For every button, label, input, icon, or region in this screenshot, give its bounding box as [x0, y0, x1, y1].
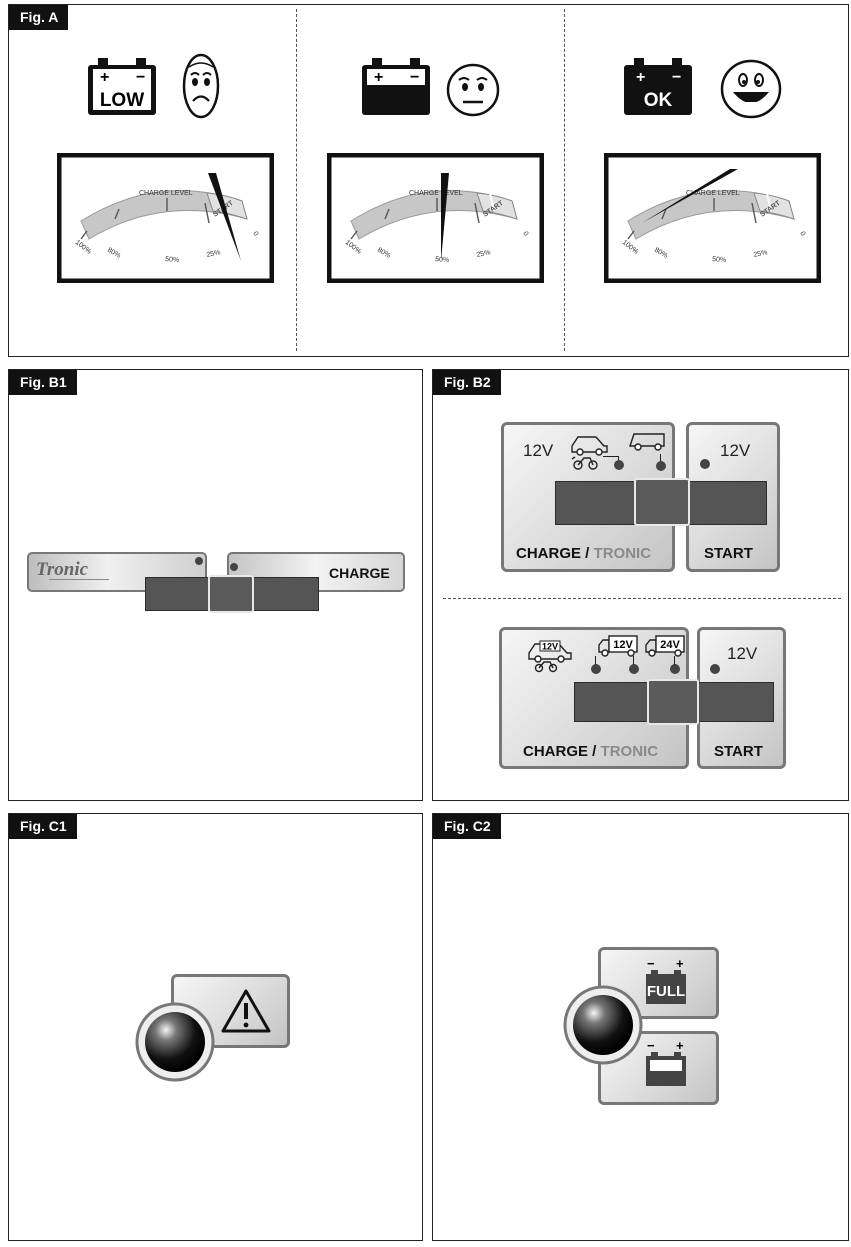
truck-24v-icon: 24V [644, 634, 688, 663]
divider [296, 9, 297, 351]
happy-face-icon [719, 58, 783, 125]
tronic-label: Tronic [36, 559, 89, 580]
badge-text: 24V [660, 639, 680, 651]
svg-text:+: + [676, 956, 684, 971]
battery-full-icon: − + FULL [644, 956, 688, 1011]
start-label: START [704, 545, 753, 562]
svg-text:+: + [100, 69, 109, 86]
fig-a-label: Fig. A [9, 5, 69, 30]
fig-c2-label: Fig. C2 [433, 814, 501, 839]
svg-text:−: − [647, 1038, 655, 1053]
voltage-label: 12V [523, 441, 554, 460]
led-indicator [629, 664, 639, 674]
meter-tick-label: 25% [753, 249, 768, 259]
svg-text:−: − [136, 69, 145, 86]
led-indicator [700, 459, 710, 469]
voltage-label: 12V [720, 441, 751, 460]
truck-12v-icon: 12V [597, 634, 641, 663]
led-indicator [230, 563, 238, 571]
meter-title: CHARGE LEVEL [139, 190, 193, 197]
meter-tick-label: 0 [521, 231, 529, 238]
connector-line [633, 656, 635, 665]
led-indicator [710, 664, 720, 674]
svg-text:−: − [672, 69, 681, 86]
divider [443, 598, 841, 599]
charge-tronic-label: CHARGE / TRONIC [516, 545, 651, 562]
connector-line [595, 656, 597, 665]
fig-b1-label: Fig. B1 [9, 370, 77, 395]
meter-tick-label: 0 [251, 231, 259, 238]
neutral-face-icon [445, 62, 501, 123]
battery-medium-icon: + − [360, 55, 432, 122]
connector-line [674, 656, 676, 665]
meter-tick-label: 0 [798, 231, 806, 238]
fig-b2-panel: Fig. B2 12V 12V CHARGE / TRONIC START [432, 369, 849, 801]
warning-icon [220, 988, 272, 1039]
battery-charging-icon: − + [644, 1038, 688, 1095]
battery-text: OK [644, 90, 673, 111]
connector-line [660, 454, 662, 462]
svg-text:−: − [410, 69, 419, 86]
slash-text: / [581, 545, 594, 562]
fig-b1-panel: Fig. B1 Tronic CHARGE [8, 369, 423, 801]
tronic-underline [49, 579, 109, 580]
car-12v-icon: 12V [526, 637, 576, 678]
battery-low-icon: + − LOW [86, 55, 158, 122]
svg-text:+: + [636, 69, 645, 86]
charge-label: CHARGE [329, 565, 390, 581]
svg-text:+: + [676, 1038, 684, 1053]
charge-tronic-label: CHARGE / TRONIC [523, 743, 658, 760]
tronic-text: TRONIC [600, 743, 659, 760]
meter-needle [642, 169, 738, 223]
meter-title: CHARGE LEVEL [409, 190, 463, 197]
car-icon [569, 428, 611, 475]
led-indicator [195, 557, 203, 565]
voltage-label: 12V [727, 644, 758, 663]
sad-face-icon [181, 53, 221, 124]
battery-text: LOW [100, 90, 144, 111]
divider [564, 9, 565, 351]
badge-text: 12V [613, 639, 633, 651]
tronic-text: TRONIC [593, 545, 652, 562]
meter-needle [208, 173, 241, 261]
meter-title: CHARGE LEVEL [686, 190, 740, 197]
svg-text:−: − [647, 956, 655, 971]
led-lamp [563, 985, 643, 1070]
led-lamp [135, 1002, 215, 1087]
charge-text: CHARGE [516, 545, 582, 562]
fig-c1-panel: Fig. C1 [8, 813, 423, 1241]
meter-tick-label: 25% [476, 249, 491, 259]
full-label: FULL [647, 983, 685, 1000]
meter-needle [441, 173, 449, 261]
van-icon [628, 430, 668, 459]
tronic-panel [27, 552, 207, 592]
badge-text: 12V [542, 642, 558, 652]
led-indicator [591, 664, 601, 674]
led-indicator [670, 664, 680, 674]
meter-tick-label: 25% [206, 249, 221, 259]
meter-tick-label: 50% [712, 256, 727, 264]
fig-a-panel: Fig. A + − LOW + − [8, 4, 849, 357]
battery-full-icon: + − OK [622, 55, 694, 122]
selector-switch[interactable] [647, 679, 699, 725]
selector-switch[interactable] [634, 478, 690, 526]
start-label: START [714, 743, 763, 760]
fig-c1-label: Fig. C1 [9, 814, 77, 839]
fig-b2-label: Fig. B2 [433, 370, 501, 395]
selector-switch[interactable] [208, 575, 254, 613]
charge-text: CHARGE [523, 743, 589, 760]
svg-text:+: + [374, 69, 383, 86]
meter-tick-label: 50% [435, 256, 450, 264]
fig-c2-panel: Fig. C2 − + FULL − + [432, 813, 849, 1241]
led-indicator [614, 460, 624, 470]
slash-text: / [588, 743, 601, 760]
led-indicator [656, 461, 666, 471]
meter-tick-label: 50% [165, 256, 180, 264]
